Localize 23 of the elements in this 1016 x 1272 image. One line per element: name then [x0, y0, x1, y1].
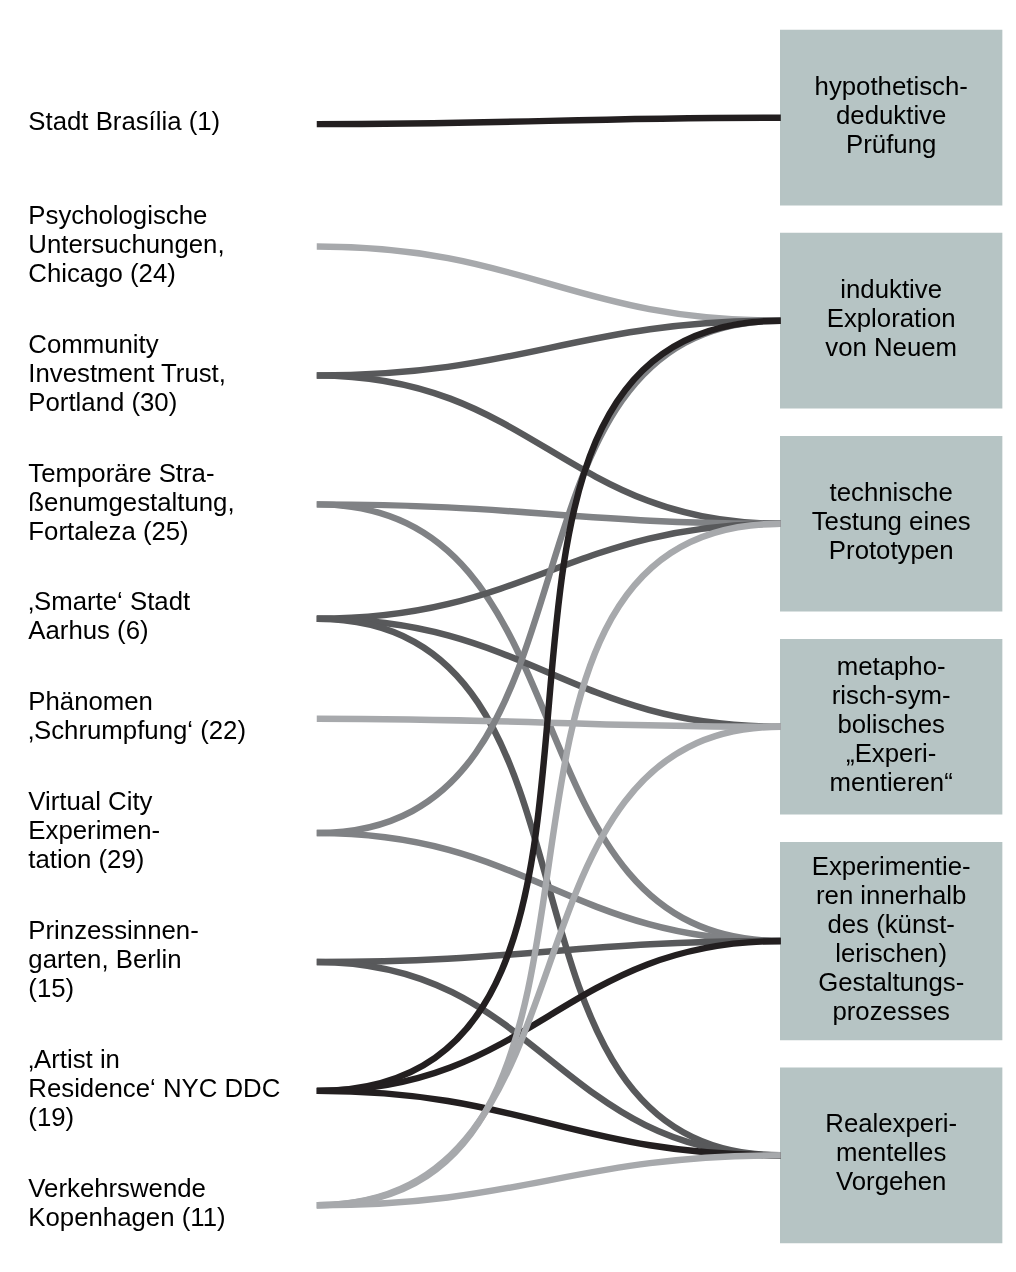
node-text: ‚Smarte‘ Stadt Aarhus (6): [27, 586, 190, 644]
node-box: technische Testung eines Prototypen: [779, 435, 1002, 612]
node-text: Psychologische Untersuchungen, Chicago (24): [27, 200, 225, 287]
node-box: metapho- risch-sym- bolisches „Experi- mentieren“: [779, 638, 1002, 815]
node-text: ‚Artist in Residence‘ NYC DDC (19): [27, 1044, 280, 1131]
node-text: Prinzessinnen- garten, Berlin (15): [27, 915, 199, 1002]
connector: [315, 723, 781, 1208]
node-text: Phänomen ‚Schrumpfung‘ (22): [27, 686, 246, 744]
connector: [316, 615, 781, 730]
node-box: Experimentie- ren innerhalb des (künst- lerischen) Gestaltungs- prozesses: [779, 841, 1002, 1040]
connector: [316, 1151, 781, 1208]
node-box: induktive Exploration von Neuem: [779, 232, 1002, 408]
connector: [316, 113, 781, 127]
connector: [316, 714, 781, 730]
node-text: Virtual City Experimen- tation (29): [27, 786, 160, 873]
node-text: Verkehrswende Kopenhagen (11): [27, 1173, 226, 1231]
node-text: Community Investment Trust, Portland (30): [27, 329, 226, 416]
connector: [316, 371, 781, 527]
connector: [315, 520, 781, 1208]
node-box: Realexperi- mentelles Vorgehen: [779, 1067, 1002, 1243]
node-text: Stadt Brasília (1): [27, 106, 220, 135]
node-text: Temporäre Stra- ßenumgestaltung, Fortaleza (25): [27, 457, 235, 544]
node-box: hypothetisch- deduktive Prüfung: [779, 29, 1002, 205]
